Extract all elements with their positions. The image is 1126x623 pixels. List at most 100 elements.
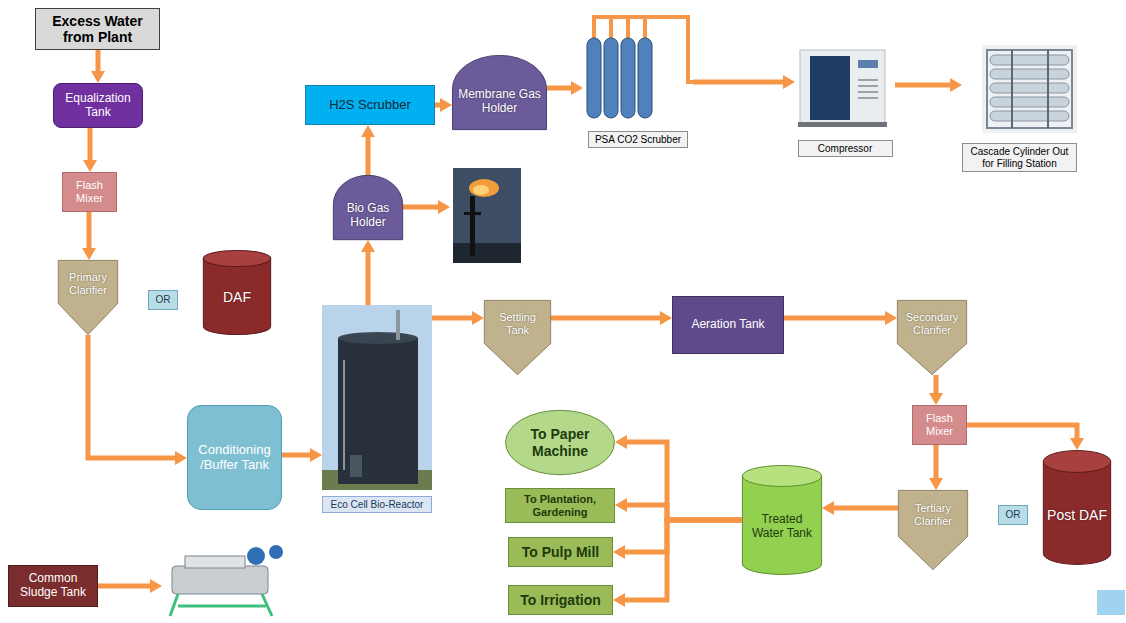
cascade-unit: Cascade Cylinder Out for Filling Station bbox=[962, 42, 1077, 172]
mixer-box: Flash Mixer bbox=[912, 405, 967, 445]
arrow-head bbox=[150, 579, 162, 593]
funnel-outline bbox=[898, 490, 967, 569]
screw-press-picture bbox=[170, 545, 283, 616]
funnel-outline bbox=[484, 300, 550, 374]
flow-connector bbox=[613, 520, 742, 607]
clarifier-funnel: Secondary Clarifier bbox=[897, 300, 967, 375]
node-label: Tertiary Clarifier bbox=[901, 502, 965, 527]
gas-holder-dome: Bio Gas Holder bbox=[333, 175, 403, 240]
flare-stack bbox=[470, 196, 475, 256]
flow-connector bbox=[91, 50, 105, 83]
compressor-cabinet bbox=[800, 50, 885, 124]
psa-cylinder bbox=[638, 38, 652, 118]
arrow-head bbox=[440, 98, 452, 112]
flow-connector bbox=[282, 448, 322, 462]
node-label: Excess Water from Plant bbox=[41, 13, 154, 45]
press-body bbox=[172, 566, 268, 594]
flare-flame bbox=[469, 179, 499, 197]
psa-unit: PSA CO2 Scrubber bbox=[583, 12, 693, 148]
psa-cylinders bbox=[587, 17, 693, 118]
flow-connector bbox=[82, 212, 96, 260]
flow-connector bbox=[361, 125, 375, 175]
flare-ground bbox=[453, 243, 521, 263]
flow-connector bbox=[929, 375, 943, 405]
daf-cylinder: Post DAF bbox=[1043, 450, 1111, 565]
flow-connector bbox=[822, 501, 898, 515]
flow-connector bbox=[615, 498, 742, 520]
daf-cylinder: DAF bbox=[203, 250, 271, 335]
reactor-roof bbox=[338, 332, 418, 344]
flow-connector bbox=[435, 98, 452, 112]
flow-line bbox=[693, 80, 784, 85]
node-label: OR bbox=[156, 294, 171, 306]
node-label: Aeration Tank bbox=[691, 318, 764, 332]
reactor-ladder bbox=[343, 360, 345, 470]
or-box: OR bbox=[148, 290, 178, 310]
node-label: Bio Gas Holder bbox=[337, 202, 399, 230]
corner-square bbox=[1097, 590, 1125, 615]
dome-outline bbox=[452, 55, 546, 129]
flare-arrow bbox=[403, 200, 450, 214]
flow-line bbox=[366, 251, 371, 305]
flow-line bbox=[403, 205, 439, 210]
tank-box: Equalization Tank bbox=[53, 83, 143, 128]
flow-line bbox=[87, 212, 92, 249]
compressor-panel bbox=[810, 56, 850, 120]
flow-connector bbox=[613, 520, 742, 559]
flare-flame-core bbox=[473, 185, 489, 195]
arrow-head bbox=[91, 71, 105, 83]
aeration-box: Aeration Tank bbox=[672, 296, 784, 354]
destination-box: To Plantation, Gardening bbox=[505, 488, 615, 523]
node-label: To Plantation, Gardening bbox=[511, 493, 609, 518]
compressor-base bbox=[798, 122, 887, 127]
flow-connector bbox=[784, 311, 897, 325]
flow-connector bbox=[361, 240, 375, 305]
arrow-head bbox=[83, 160, 97, 172]
scrubber-box: H2S Scrubber bbox=[305, 85, 435, 125]
unit-label: Eco Cell Bio-Reactor bbox=[322, 496, 432, 514]
reactor-tank bbox=[338, 338, 418, 484]
reactor-pole bbox=[396, 310, 400, 340]
flow-connector bbox=[615, 435, 742, 520]
arrow-head bbox=[950, 78, 962, 92]
flow-line bbox=[282, 453, 311, 458]
cylinder-top bbox=[1043, 451, 1110, 473]
node-label: To Paper Machine bbox=[519, 426, 601, 458]
flow-connector bbox=[693, 75, 795, 89]
cascade-picture bbox=[982, 45, 1077, 133]
flow-connector bbox=[895, 78, 962, 92]
clarifier-funnel: Settling Tank bbox=[484, 300, 551, 375]
gas-holder-dome: Membrane Gas Holder bbox=[452, 55, 547, 130]
node-label: OR bbox=[1006, 509, 1021, 521]
node-label: Membrane Gas Holder bbox=[456, 88, 543, 116]
node-label: Flash Mixer bbox=[918, 412, 961, 437]
water-tank-cylinder: Treated Water Tank bbox=[742, 465, 822, 575]
arrow-head bbox=[438, 200, 450, 214]
arrow-head bbox=[175, 451, 187, 465]
compressor-screen bbox=[858, 60, 878, 68]
shape-outline bbox=[898, 490, 968, 570]
flow-connector bbox=[88, 335, 187, 465]
arrow-head bbox=[310, 448, 322, 462]
flow-connector bbox=[967, 425, 1084, 450]
flow-line bbox=[895, 83, 951, 88]
arrow-head bbox=[571, 81, 583, 95]
cylinder-top bbox=[203, 250, 270, 266]
clarifier-funnel: Primary Clarifier bbox=[58, 260, 118, 335]
flow-line bbox=[624, 520, 742, 552]
psa-cylinder bbox=[621, 38, 635, 118]
cascade-cylinder bbox=[990, 69, 1069, 79]
arrow-head bbox=[929, 478, 943, 490]
flow-connector bbox=[83, 128, 97, 172]
reactor-picture bbox=[322, 305, 432, 490]
node-label: Primary Clarifier bbox=[61, 271, 115, 296]
cascade-cylinder bbox=[990, 83, 1069, 93]
cascade-frame bbox=[987, 50, 1072, 128]
node-label: Post DAF bbox=[1047, 507, 1107, 523]
press-motor bbox=[247, 547, 265, 565]
cylinder-body bbox=[203, 259, 270, 335]
flow-line bbox=[934, 375, 939, 394]
node-label: Secondary Clarifier bbox=[900, 311, 964, 336]
